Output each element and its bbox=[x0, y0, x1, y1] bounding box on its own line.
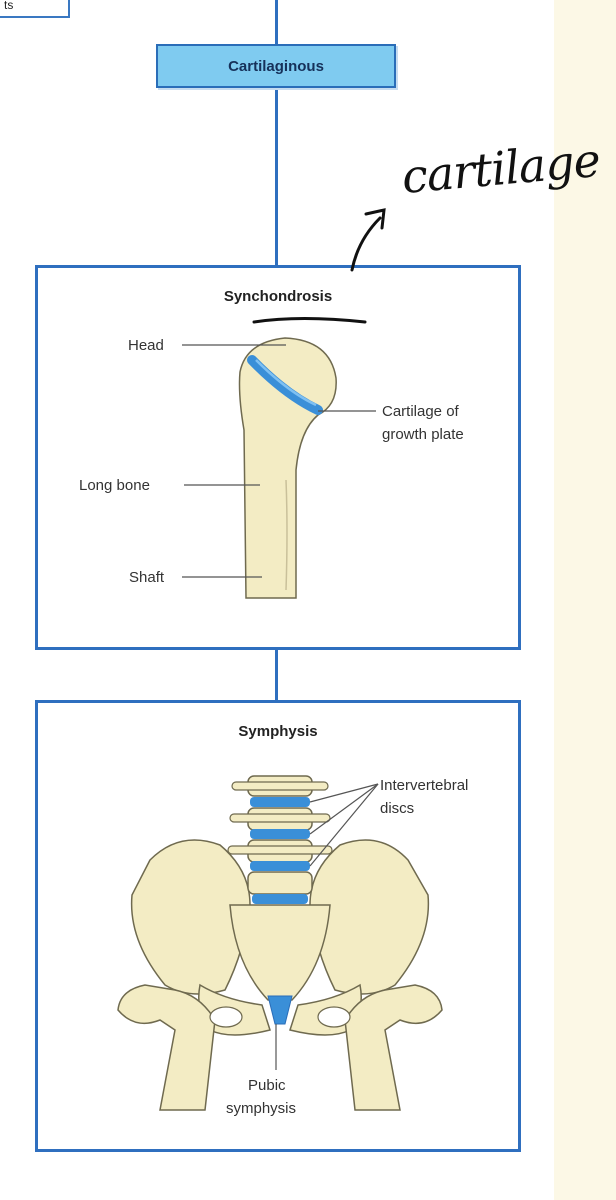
label-intervertebral-2: discs bbox=[380, 800, 415, 817]
label-long-bone: Long bone bbox=[79, 477, 150, 494]
background-strip bbox=[554, 0, 616, 1200]
cartilaginous-header-label: Cartilaginous bbox=[228, 57, 324, 75]
connector-top bbox=[275, 0, 278, 44]
connector-synchondrosis-symphysis bbox=[275, 648, 278, 702]
label-pubic-1: Pubic bbox=[248, 1077, 286, 1094]
handwritten-arrow-icon bbox=[350, 208, 386, 272]
label-growth-plate-2: growth plate bbox=[382, 426, 464, 443]
label-pubic-2: symphysis bbox=[226, 1100, 297, 1117]
cartilaginous-header: Cartilaginous bbox=[156, 44, 396, 88]
long-bone-illustration bbox=[238, 337, 337, 599]
label-shaft: Shaft bbox=[129, 569, 165, 586]
synchondrosis-title: Synchondrosis bbox=[223, 288, 333, 305]
symphysis-title: Symphysis bbox=[238, 723, 318, 740]
handwritten-underline bbox=[252, 317, 367, 324]
label-growth-plate-1: Cartilage of bbox=[382, 403, 459, 420]
pelvis-illustration bbox=[117, 775, 443, 1111]
connector-header-synchondrosis bbox=[275, 88, 278, 266]
previous-category-box: ts bbox=[0, 0, 70, 18]
previous-category-label: ts bbox=[4, 0, 14, 12]
label-intervertebral-1: Intervertebral bbox=[380, 777, 469, 794]
label-head: Head bbox=[128, 337, 164, 354]
